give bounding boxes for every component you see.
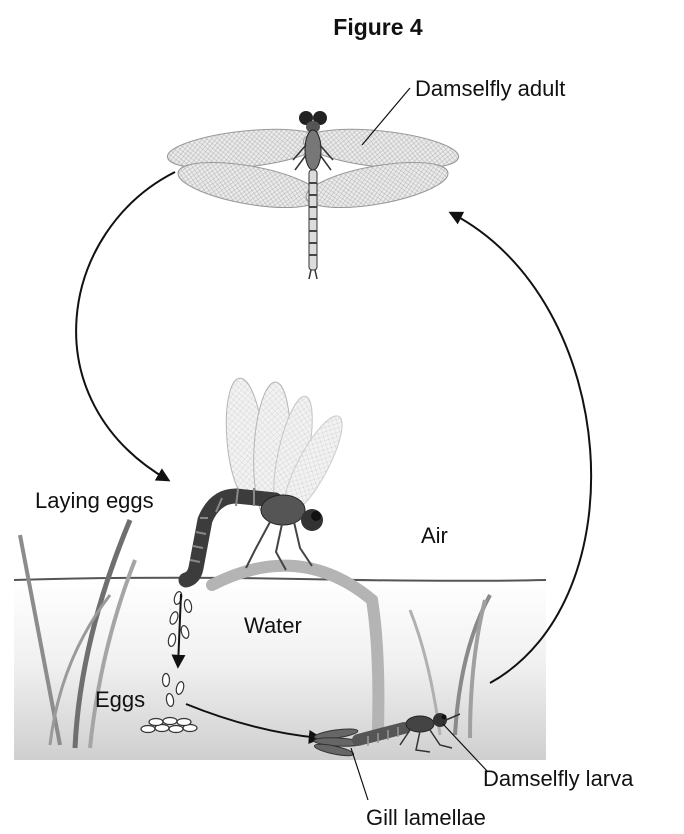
label-air: Air xyxy=(421,523,448,548)
arrow-adult-to-laying xyxy=(76,172,175,480)
label-damselfly-adult: Damselfly adult xyxy=(415,76,565,101)
label-eggs: Eggs xyxy=(95,687,145,712)
figure-title: Figure 4 xyxy=(333,14,423,40)
label-laying-eggs: Laying eggs xyxy=(35,488,154,513)
label-damselfly-larva: Damselfly larva xyxy=(483,766,634,791)
damselfly-top-view-icon xyxy=(166,111,461,279)
label-gill-lamellae: Gill lamellae xyxy=(366,805,486,830)
damselfly-side-view-icon xyxy=(186,377,352,580)
label-water: Water xyxy=(244,613,302,638)
